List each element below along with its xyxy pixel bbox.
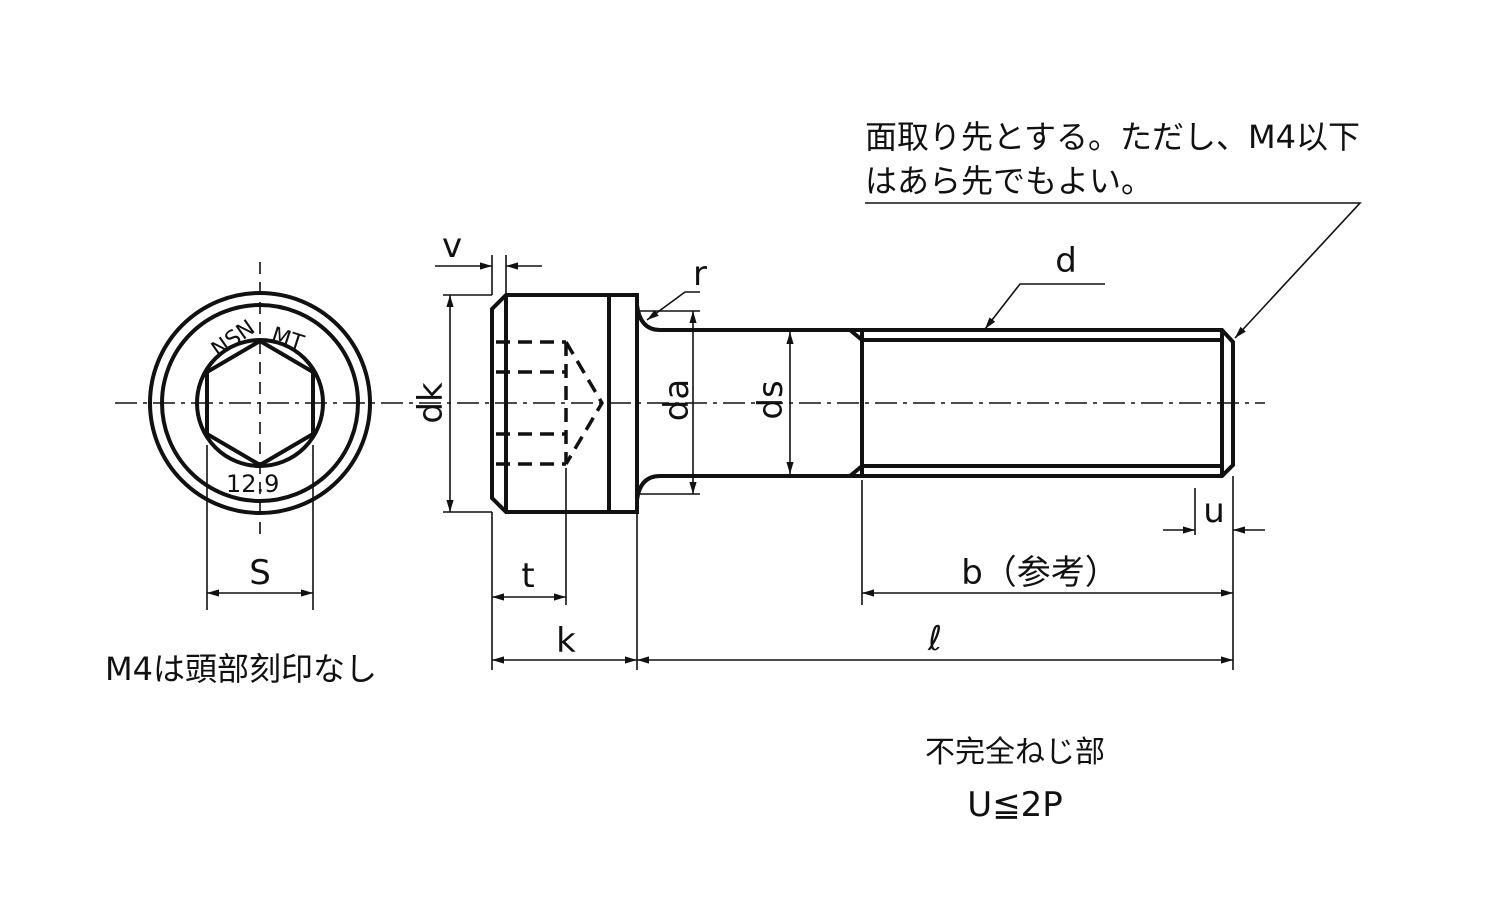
- head-end-view: NSN MT 12.9 S: [148, 262, 372, 610]
- incomplete-thread-note: 不完全ねじ部: [925, 735, 1105, 770]
- dim-da-label: da: [657, 379, 697, 421]
- dim-u-label: u: [1203, 491, 1225, 531]
- shank-outline: [635, 304, 1235, 501]
- dim-t-label: t: [521, 556, 534, 596]
- chamfer-note-line2: はあら先でもよい。: [865, 162, 1153, 200]
- socket-cone: [564, 341, 605, 465]
- dim-r-label: r: [693, 254, 707, 294]
- dim-d-label: d: [1055, 241, 1077, 281]
- head-marking-note: M4は頭部刻印なし: [105, 650, 377, 688]
- incomplete-thread-limit: U≦2P: [967, 785, 1063, 825]
- grade-mark: 12.9: [226, 470, 279, 498]
- dim-l-label: ℓ: [927, 619, 942, 659]
- dim-s-label: S: [249, 553, 271, 593]
- dim-ds-label: ds: [751, 380, 791, 419]
- chamfer-note-line1: 面取り先とする。ただし、M4以下: [865, 118, 1360, 156]
- head-chamfer-circle: [160, 303, 360, 503]
- dim-b-label: b（参考）: [961, 553, 1119, 593]
- brand-mark: MT: [268, 323, 307, 357]
- hex-socket-icon: [205, 338, 315, 468]
- dim-v-label: v: [442, 226, 462, 266]
- dim-dk-label: dk: [411, 382, 451, 424]
- dim-k-label: k: [556, 621, 576, 661]
- screw-side-view: [490, 293, 1235, 514]
- head-outer-circle: [148, 291, 372, 515]
